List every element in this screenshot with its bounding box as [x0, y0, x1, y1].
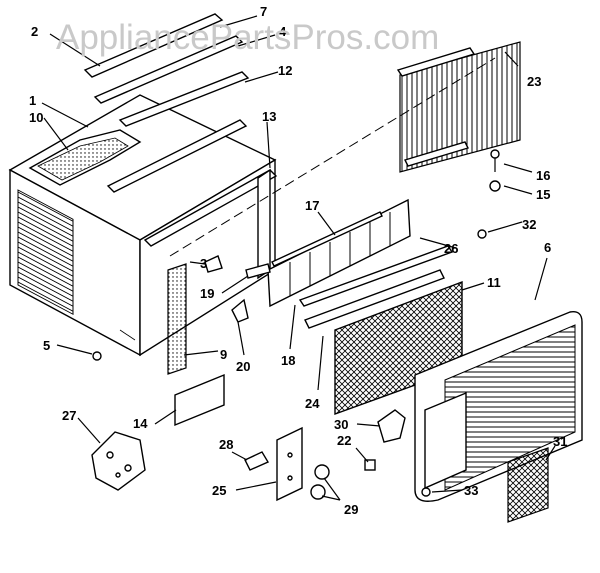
louver-assembly-18	[267, 198, 411, 308]
screw-16	[490, 149, 500, 172]
callout-19: 19	[200, 286, 214, 301]
clip-22	[364, 459, 376, 471]
callout-31: 31	[553, 434, 567, 449]
panel-14	[174, 373, 225, 427]
linkage-20	[231, 298, 249, 323]
inlet-grille-31	[507, 447, 549, 523]
screw-32	[477, 229, 487, 239]
callout-30: 30	[334, 417, 348, 432]
callout-11: 11	[487, 275, 501, 290]
callout-3: 3	[200, 256, 207, 271]
callout-15: 15	[536, 187, 550, 202]
screw-5	[92, 351, 102, 361]
callout-32: 32	[522, 217, 536, 232]
seal-strip-9	[167, 263, 187, 375]
callout-17: 17	[305, 198, 319, 213]
mounting-bracket-27	[91, 431, 146, 491]
front-grille-6	[414, 311, 583, 502]
knobs-29	[310, 464, 330, 500]
callout-23: 23	[527, 74, 541, 89]
callout-25: 25	[212, 483, 226, 498]
callout-13: 13	[262, 109, 276, 124]
condenser-coil-part	[396, 41, 521, 173]
callout-16: 16	[536, 168, 550, 183]
top-rails	[83, 13, 250, 193]
leader-lines	[41, 15, 556, 501]
switch-28	[244, 451, 270, 471]
callout-24: 24	[305, 396, 320, 411]
side-channel-part	[143, 168, 278, 280]
callout-28: 28	[219, 437, 233, 452]
callout-29: 29	[344, 502, 358, 517]
watermark-text: AppliancePartsPros.com	[56, 18, 440, 57]
callout-1: 1	[29, 93, 36, 108]
screw-33	[421, 487, 431, 497]
callout-12: 12	[278, 63, 292, 78]
callout-26: 26	[444, 241, 458, 256]
callout-18: 18	[281, 353, 295, 368]
callout-4: 4	[279, 24, 287, 39]
bracket-3	[204, 255, 223, 273]
callout-7: 7	[260, 4, 267, 19]
control-panel-25	[276, 426, 303, 502]
callout-9: 9	[220, 347, 227, 362]
callout-5: 5	[43, 338, 50, 353]
knob-30	[377, 409, 406, 443]
callout-14: 14	[133, 416, 148, 431]
callout-33: 33	[464, 483, 478, 498]
top-cover-part	[28, 129, 142, 186]
callout-10: 10	[29, 110, 43, 125]
callout-labels: 2 7 4 12 1 10 13 23 16 15 17 32 6 26 11 …	[29, 4, 567, 517]
callout-20: 20	[236, 359, 250, 374]
callout-27: 27	[62, 408, 76, 423]
damper-19	[245, 263, 271, 279]
callout-2: 2	[31, 24, 38, 39]
callout-6: 6	[544, 240, 551, 255]
rail-24	[304, 269, 445, 329]
rail-26	[298, 245, 454, 307]
nut-15	[489, 180, 501, 192]
callout-22: 22	[337, 433, 351, 448]
